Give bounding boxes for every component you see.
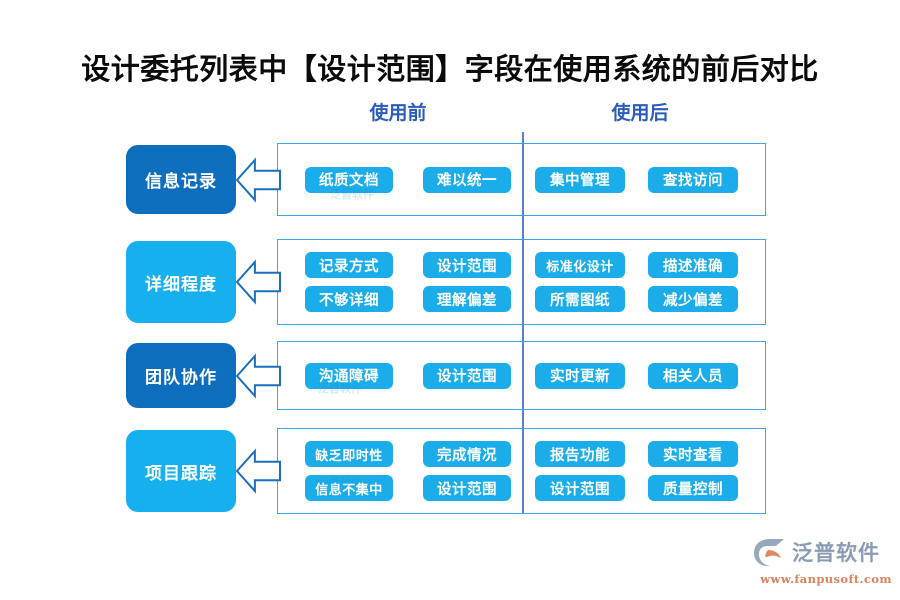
before-after-divider [522,132,524,513]
pill-item[interactable]: 理解偏差 [423,286,511,312]
pill-item[interactable]: 实时更新 [535,362,625,389]
arrow-connector-4 [236,448,281,494]
pill-item[interactable]: 设计范围 [423,362,511,389]
pill-item[interactable]: 标准化设计 [535,252,625,278]
category-chip-3[interactable]: 团队协作 [126,343,236,408]
pill-item[interactable]: 设计范围 [423,475,511,501]
arrow-connector-1 [236,156,281,203]
pill-item[interactable]: 设计范围 [535,475,625,501]
pill-item[interactable]: 描述准确 [648,252,738,278]
pill-item[interactable]: 实时查看 [648,441,738,467]
pill-item[interactable]: 信息不集中 [305,475,393,501]
pill-item[interactable]: 集中管理 [535,166,625,193]
arrow-connector-2 [236,259,281,305]
pill-item[interactable]: 沟通障碍 [305,362,393,389]
pill-item[interactable]: 难以统一 [423,166,511,193]
pill-item[interactable]: 质量控制 [648,475,738,501]
pill-item[interactable]: 报告功能 [535,441,625,467]
pill-item[interactable]: 所需图纸 [535,286,625,312]
logo-name: 泛普软件 [792,540,880,565]
pill-item[interactable]: 减少偏差 [648,286,738,312]
pill-item[interactable]: 不够详细 [305,286,393,312]
brand-logo: 泛普软件 www.fanpusoft.com [752,538,892,590]
page-title: 设计委托列表中【设计范围】字段在使用系统的前后对比 [81,52,819,86]
pill-item[interactable]: 设计范围 [423,252,511,278]
logo-url: www.fanpusoft.com [760,572,892,586]
arrow-connector-3 [236,352,281,399]
pill-item[interactable]: 缺乏即时性 [305,441,393,467]
category-chip-1[interactable]: 信息记录 [126,145,236,214]
pill-item[interactable]: 记录方式 [305,252,393,278]
pill-item[interactable]: 相关人员 [648,362,738,389]
column-header-after: 使用后 [611,102,669,124]
category-chip-4[interactable]: 项目跟踪 [126,430,236,512]
pill-item[interactable]: 纸质文档 [305,166,393,193]
pill-item[interactable]: 查找访问 [648,166,738,193]
pill-item[interactable]: 完成情况 [423,441,511,467]
logo-mark-icon [752,538,786,568]
category-chip-2[interactable]: 详细程度 [126,241,236,323]
column-header-before: 使用前 [369,102,427,124]
